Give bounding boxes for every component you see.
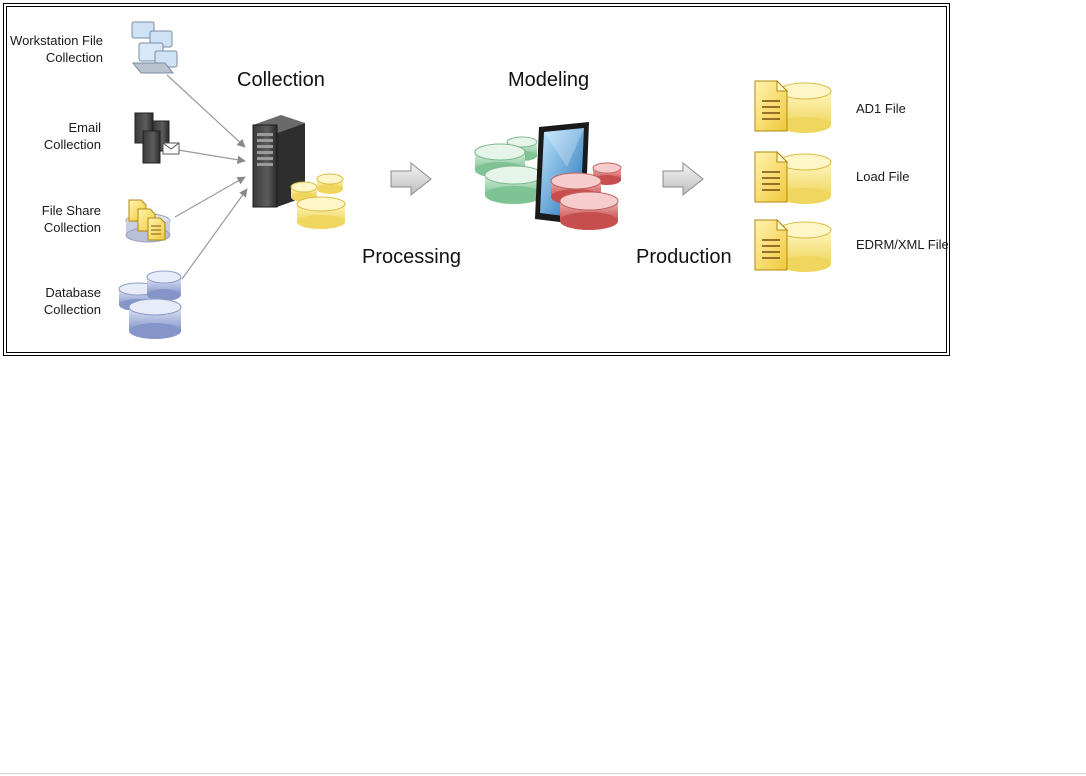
stage-label-collection: Collection	[237, 69, 325, 91]
connector-fileshare	[174, 176, 246, 218]
source-label-workstation: Workstation File Collection	[10, 33, 103, 65]
diagram-frame: Workstation File Collection Email Collec…	[3, 3, 950, 356]
arrow-to-modeling-icon	[390, 161, 432, 197]
stage-label-modeling: Modeling	[508, 69, 590, 91]
email-servers-icon	[134, 112, 180, 164]
arrow-to-production-icon	[662, 161, 704, 197]
modeling-red-databases-icon	[550, 162, 622, 230]
file-share-documents-icon	[125, 199, 171, 243]
source-label-database: Database Collection	[43, 285, 101, 317]
load-file-icon	[754, 150, 832, 204]
source-connectors	[166, 74, 248, 280]
source-label-fileshare: File Share Collection	[41, 203, 101, 235]
output-label-edrm: EDRM/XML File	[856, 237, 949, 252]
diagram-canvas	[118, 21, 832, 339]
workstation-computers-icon	[131, 21, 178, 74]
collection-database-icon	[290, 173, 346, 229]
stage-label-processing: Processing	[362, 246, 461, 268]
edrm-xml-file-icon	[754, 218, 832, 272]
connector-email	[171, 148, 246, 164]
connector-database	[181, 188, 248, 280]
ad1-file-icon	[754, 79, 832, 133]
database-cylinders-icon	[118, 270, 182, 339]
modeling-databases-icon	[474, 136, 544, 204]
stage-label-production: Production	[636, 246, 732, 268]
output-label-load: Load File	[856, 169, 910, 184]
output-label-ad1: AD1 File	[856, 101, 906, 116]
page-bottom-rule	[0, 773, 1086, 774]
connector-workstation	[166, 74, 246, 148]
source-label-email: Email Collection	[43, 120, 101, 152]
